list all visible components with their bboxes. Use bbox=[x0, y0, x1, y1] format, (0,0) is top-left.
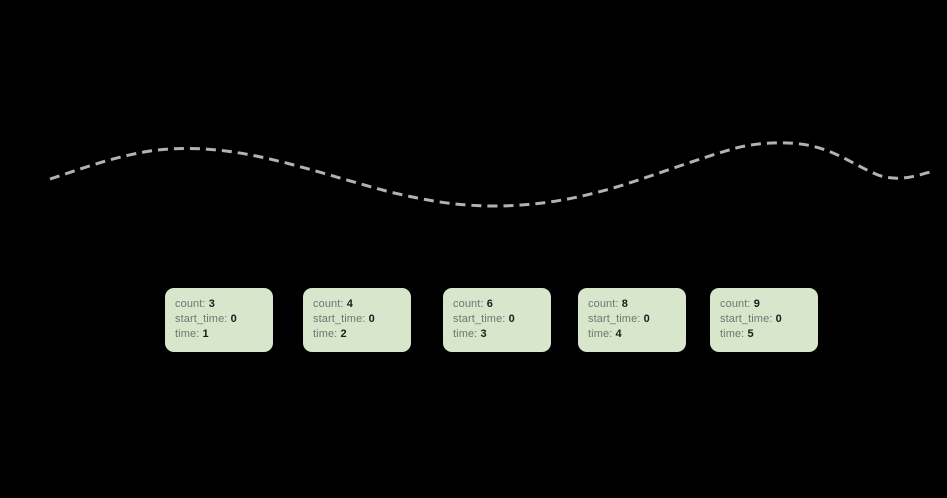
node-field-label: count: bbox=[720, 298, 754, 310]
node-field-time: time: 2 bbox=[313, 327, 411, 342]
node-field-value: 5 bbox=[747, 328, 754, 340]
node-field-count: count: 4 bbox=[313, 297, 411, 312]
node-field-value: 0 bbox=[230, 313, 237, 325]
node-field-time: time: 1 bbox=[175, 327, 273, 342]
node-field-label: time: bbox=[588, 328, 616, 340]
node-field-start_time: start_time: 0 bbox=[720, 312, 818, 327]
node-field-value: 3 bbox=[480, 328, 487, 340]
node-field-value: 0 bbox=[775, 313, 782, 325]
node-field-start_time: start_time: 0 bbox=[453, 312, 551, 327]
node-field-count: count: 3 bbox=[175, 297, 273, 312]
node-field-value: 9 bbox=[753, 298, 760, 310]
node-field-value: 4 bbox=[615, 328, 622, 340]
node-field-value: 0 bbox=[508, 313, 515, 325]
node-field-label: count: bbox=[313, 298, 347, 310]
node-field-label: count: bbox=[588, 298, 622, 310]
node-field-time: time: 4 bbox=[588, 327, 686, 342]
node-field-start_time: start_time: 0 bbox=[313, 312, 411, 327]
node-field-value: 4 bbox=[346, 298, 353, 310]
node-field-label: start_time: bbox=[175, 313, 231, 325]
node-field-label: count: bbox=[175, 298, 209, 310]
node-field-count: count: 8 bbox=[588, 297, 686, 312]
node-field-count: count: 9 bbox=[720, 297, 818, 312]
node-field-value: 0 bbox=[643, 313, 650, 325]
node-field-count: count: 6 bbox=[453, 297, 551, 312]
node-field-start_time: start_time: 0 bbox=[175, 312, 273, 327]
node-field-value: 3 bbox=[208, 298, 215, 310]
node-field-label: start_time: bbox=[313, 313, 369, 325]
node-field-value: 2 bbox=[340, 328, 347, 340]
node-field-time: time: 3 bbox=[453, 327, 551, 342]
node-field-label: time: bbox=[175, 328, 203, 340]
node-field-value: 8 bbox=[621, 298, 628, 310]
node-field-label: start_time: bbox=[453, 313, 509, 325]
node-field-value: 6 bbox=[486, 298, 493, 310]
node-field-label: count: bbox=[453, 298, 487, 310]
node-field-value: 1 bbox=[202, 328, 209, 340]
node-field-label: time: bbox=[453, 328, 481, 340]
node-field-start_time: start_time: 0 bbox=[588, 312, 686, 327]
node-field-label: time: bbox=[313, 328, 341, 340]
node-field-label: start_time: bbox=[588, 313, 644, 325]
node-field-time: time: 5 bbox=[720, 327, 818, 342]
node-field-label: start_time: bbox=[720, 313, 776, 325]
node-field-value: 0 bbox=[368, 313, 375, 325]
node-field-label: time: bbox=[720, 328, 748, 340]
